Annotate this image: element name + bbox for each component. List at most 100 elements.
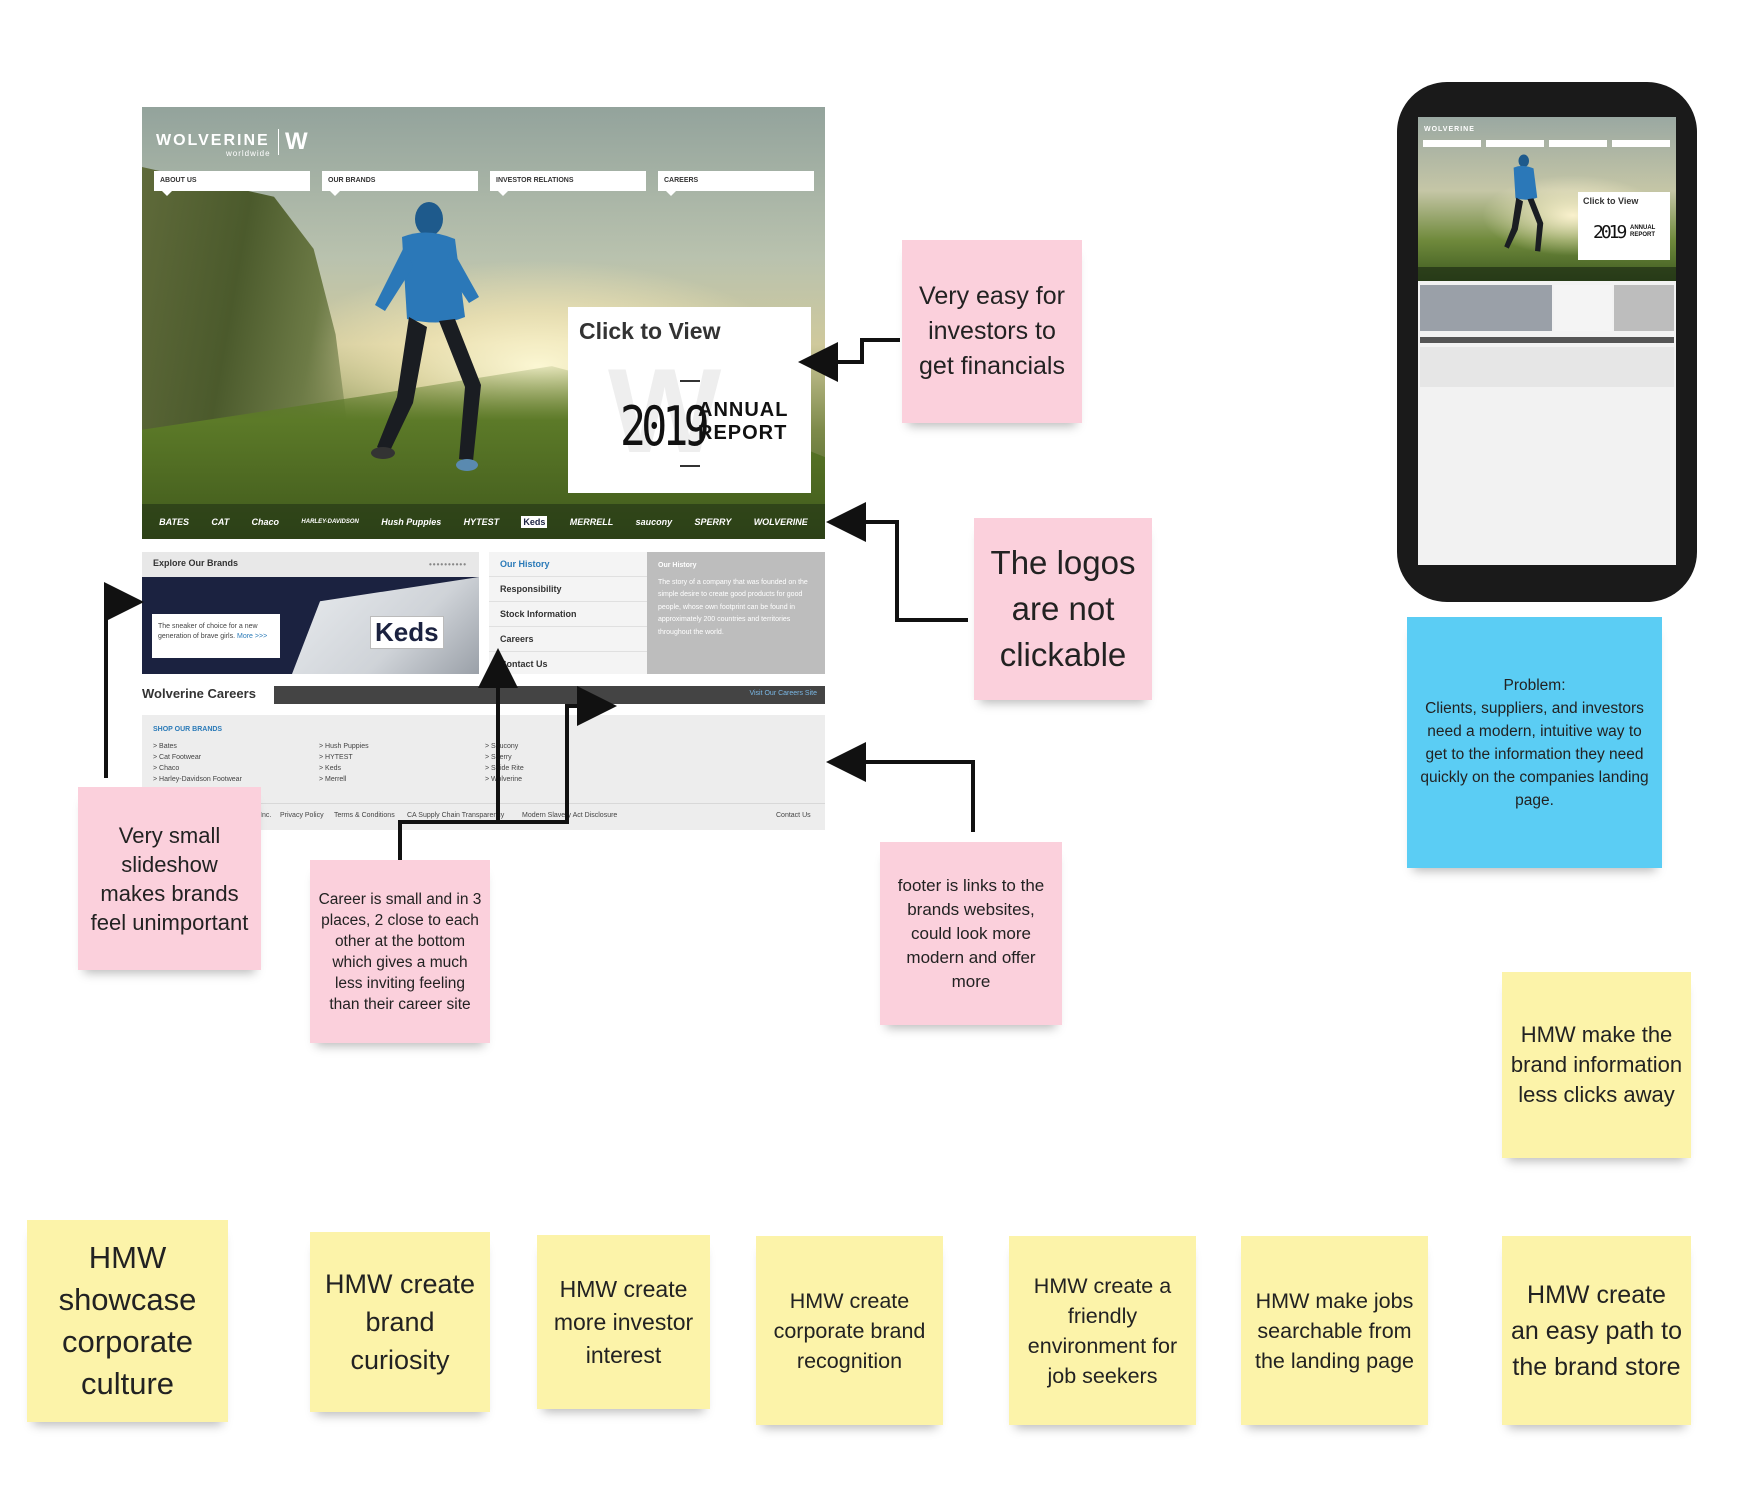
runner-figure <box>371 202 481 471</box>
nav-about-us[interactable]: ABOUT US <box>154 171 310 196</box>
legal-link[interactable]: Privacy Policy <box>280 812 324 819</box>
brand-logo: Hush Puppies <box>381 516 442 527</box>
brand-logo: HARLEY-DAVIDSON <box>301 518 359 525</box>
brand-logo: BATES <box>159 516 190 527</box>
visit-careers-link[interactable]: Visit Our Careers Site <box>749 690 817 697</box>
phone-mockup: WOLVERINE Click to View 2019 ANNUAL REPO… <box>1397 82 1697 602</box>
explore-brands-slideshow[interactable]: Explore Our Brands •••••••••• Keds The s… <box>142 552 479 674</box>
footer-column-1: > Bates > Cat Footwear > Chaco > Harley-… <box>153 741 242 785</box>
careers-label: Wolverine Careers <box>142 686 256 701</box>
shop-our-brands-heading: SHOP OUR BRANDS <box>153 726 223 733</box>
keds-logo: Keds <box>370 616 444 649</box>
more-link[interactable]: More >>> <box>237 633 268 640</box>
footer-brand-link[interactable]: > Harley-Davidson Footwear <box>153 776 242 783</box>
note-logos: The logos are not clickable <box>974 518 1152 700</box>
brand-logo: Keds <box>521 515 548 528</box>
note-career: Career is small and in 3 places, 2 close… <box>310 860 490 1043</box>
legal-links: Inc. Privacy Policy Terms & Conditions C… <box>142 803 825 831</box>
click-to-view[interactable]: Click to View <box>579 318 721 344</box>
brand-logo: Chaco <box>251 516 280 527</box>
arrow-career-2 <box>498 686 617 824</box>
logo-mark[interactable]: W <box>278 129 308 155</box>
note-hmw-job-seekers: HMW create a friendly environment for jo… <box>1009 1236 1196 1425</box>
phone-nav-item[interactable] <box>1486 140 1544 147</box>
phone-runner <box>1504 154 1544 252</box>
careers-band <box>274 686 825 704</box>
note-hmw-culture: HMW showcase corporate culture <box>27 1220 228 1422</box>
footer-brand-link[interactable]: > Stride Rite <box>485 765 524 772</box>
footer-brand-link[interactable]: > HYTEST <box>319 754 353 761</box>
legal-link[interactable]: CA Supply Chain Transparency <box>407 812 505 819</box>
footer-brand-link[interactable]: > Cat Footwear <box>153 754 202 761</box>
link-stock-information[interactable]: Stock Information <box>489 602 647 627</box>
phone-nav-item[interactable] <box>1549 140 1607 147</box>
slideshow-dots[interactable]: •••••••••• <box>428 560 467 569</box>
phone-careers-bar <box>1420 337 1674 343</box>
website-screenshot: WOLVERINE worldwide W ABOUT US OUR BRAND… <box>142 107 825 830</box>
divider <box>680 465 700 467</box>
link-contact-us[interactable]: Contact Us <box>500 659 548 669</box>
phone-report-label: ANNUAL REPORT <box>1630 225 1656 238</box>
nav-investor-relations[interactable]: INVESTOR RELATIONS <box>490 171 646 196</box>
phone-logo: WOLVERINE <box>1424 126 1475 133</box>
footer-brand-link[interactable]: > Merrell <box>319 776 347 783</box>
arrow-career-1 <box>398 648 518 860</box>
explore-title: Explore Our Brands •••••••••• <box>142 552 479 577</box>
careers-bar: Wolverine Careers Visit Our Careers Site <box>142 684 825 706</box>
phone-nav-item[interactable] <box>1423 140 1481 147</box>
wolverine-logo[interactable]: WOLVERINE <box>156 132 270 149</box>
arrow-footer <box>826 742 975 832</box>
brand-logo: SPERRY <box>694 516 732 527</box>
annual-report-card[interactable]: W Click to View 2019 ANNUAL REPORT <box>568 307 811 493</box>
arrow-investors <box>798 338 900 382</box>
note-footer: footer is links to the brands websites, … <box>880 842 1062 1025</box>
brand-logo: WOLVERINE <box>753 516 808 527</box>
phone-brand-bar <box>1418 267 1676 281</box>
report-line1: ANNUAL <box>698 399 789 421</box>
note-hmw-jobs-search: HMW make jobs searchable from the landin… <box>1241 1236 1428 1425</box>
link-our-history[interactable]: Our History <box>489 552 647 577</box>
phone-report-year: 2019 <box>1593 222 1627 243</box>
note-problem: Problem: Clients, suppliers, and investo… <box>1407 617 1662 868</box>
link-careers[interactable]: Careers <box>489 627 647 652</box>
watermark-w: W <box>608 344 722 478</box>
note-hmw-less-clicks: HMW make the brand information less clic… <box>1502 972 1691 1158</box>
nav-careers[interactable]: CAREERS <box>658 171 814 196</box>
phone-slideshow <box>1420 285 1552 331</box>
note-hmw-brand-store: HMW create an easy path to the brand sto… <box>1502 1236 1691 1425</box>
legal-link: Inc. <box>260 812 272 819</box>
report-line2: REPORT <box>698 422 788 444</box>
phone-links <box>1554 285 1612 331</box>
footer-brand-link[interactable]: > Saucony <box>485 743 519 750</box>
footer-brand-link[interactable]: > Keds <box>319 765 341 772</box>
report-year: 2019 <box>620 395 710 458</box>
footer-brand-link[interactable]: > Chaco <box>153 765 180 772</box>
caption-text: The sneaker of choice for a new generati… <box>158 623 258 640</box>
note-slideshow: Very small slideshow makes brands feel u… <box>78 787 261 970</box>
footer-brand-link[interactable]: > Wolverine <box>485 776 523 783</box>
footer-brand-link[interactable]: > Bates <box>153 743 177 750</box>
note-investors: Very easy for investors to get financial… <box>902 240 1082 423</box>
slide-caption: The sneaker of choice for a new generati… <box>152 614 280 658</box>
phone-annual-report[interactable]: Click to View 2019 ANNUAL REPORT <box>1578 192 1670 260</box>
phone-click-to-view[interactable]: Click to View <box>1583 196 1639 206</box>
legal-link[interactable]: Modern Slavery Act Disclosure <box>522 812 618 819</box>
arrow-slideshow <box>104 582 144 778</box>
nav-our-brands[interactable]: OUR BRANDS <box>322 171 478 196</box>
phone-hero: WOLVERINE Click to View 2019 ANNUAL REPO… <box>1418 117 1676 281</box>
phone-nav-item[interactable] <box>1612 140 1670 147</box>
brand-logo: MERRELL <box>569 516 614 527</box>
phone-footer <box>1420 347 1674 387</box>
contact-us-link[interactable]: Contact Us <box>776 812 811 819</box>
history-text: The story of a company that was founded … <box>658 578 808 636</box>
note-hmw-recognition: HMW create corporate brand recognition <box>756 1236 943 1425</box>
history-title: Our History <box>658 562 697 569</box>
link-responsibility[interactable]: Responsibility <box>489 577 647 602</box>
phone-screen: WOLVERINE Click to View 2019 ANNUAL REPO… <box>1418 117 1676 565</box>
legal-link[interactable]: Terms & Conditions <box>334 812 395 819</box>
footer-brand-link[interactable]: > Hush Puppies <box>319 743 369 750</box>
hero-image: WOLVERINE worldwide W ABOUT US OUR BRAND… <box>142 107 825 539</box>
logo-subtitle: worldwide <box>226 149 271 158</box>
note-hmw-investor: HMW create more investor interest <box>537 1235 710 1409</box>
